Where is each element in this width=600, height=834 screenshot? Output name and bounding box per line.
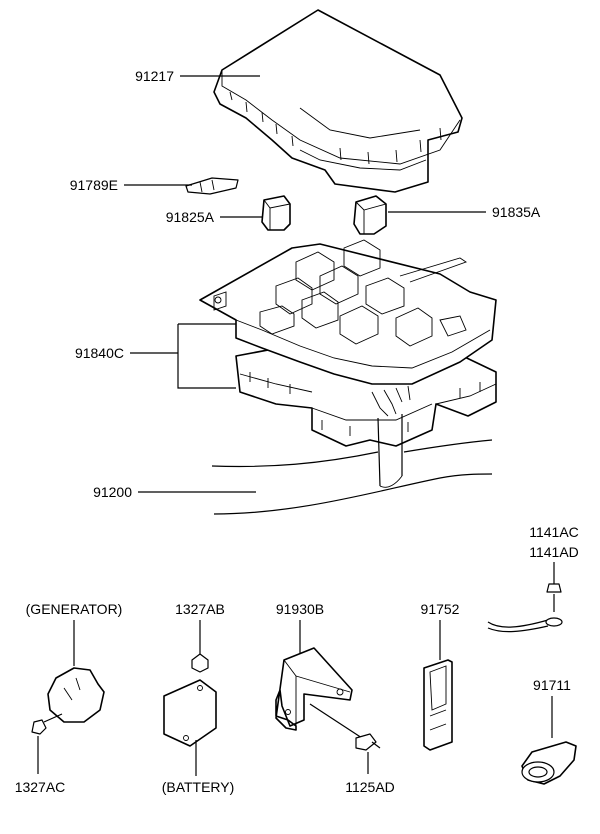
label-generator: (GENERATOR) xyxy=(26,601,123,617)
junction-box xyxy=(199,239,497,447)
label-clip: 91752 xyxy=(421,601,460,617)
label-junction-box: 91840C xyxy=(75,345,124,361)
grommet xyxy=(521,741,577,785)
bracket xyxy=(275,647,353,731)
fuse-box-cover xyxy=(213,9,463,193)
label-relay-small: 91825A xyxy=(166,209,215,225)
label-battery: (BATTERY) xyxy=(162,779,235,795)
label-wiring-harness: 91200 xyxy=(93,484,132,500)
clip xyxy=(423,659,453,751)
generator xyxy=(47,667,105,723)
relay-large xyxy=(353,195,387,235)
label-bracket: 91930B xyxy=(276,601,324,617)
label-fuse: 91789E xyxy=(70,177,118,193)
label-grommet: 91711 xyxy=(533,677,571,693)
label-generator-nut: 1327AC xyxy=(15,779,66,795)
fuse xyxy=(185,177,239,195)
label-bolt: 1125AD xyxy=(345,779,395,795)
bolt xyxy=(355,733,381,751)
label-stud-lower: 1141AD xyxy=(529,544,579,560)
ground-cable xyxy=(487,583,563,633)
battery xyxy=(163,679,217,747)
label-cover: 91217 xyxy=(135,68,174,84)
label-stud-upper: 1141AC xyxy=(529,524,579,540)
generator-nut xyxy=(31,719,47,735)
relay-small xyxy=(261,195,291,231)
wiring-harness xyxy=(211,414,493,515)
battery-nut xyxy=(191,653,209,673)
label-relay-large: 91835A xyxy=(492,204,541,220)
label-battery-nut: 1327AB xyxy=(175,601,225,617)
